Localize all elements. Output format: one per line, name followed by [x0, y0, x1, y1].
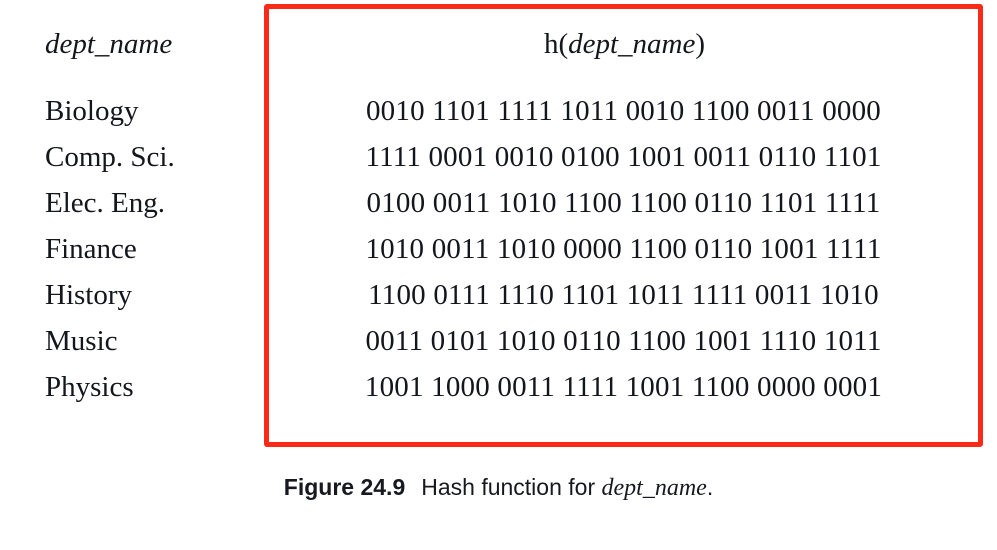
hash-value-cell: 1010 0011 1010 0000 1100 0110 1001 1111 [365, 232, 882, 265]
table-header-row: dept_name h(dept_name) [0, 0, 997, 88]
table-row: Biology 0010 1101 1111 1011 0010 1100 00… [0, 88, 997, 134]
dept-name-cell: Biology [45, 94, 139, 127]
dept-name-cell: Finance [45, 232, 137, 265]
hash-function-table: dept_name h(dept_name) Biology 0010 1101… [0, 0, 997, 410]
hash-value-cell: 1111 0001 0010 0100 1001 0011 0110 1101 [365, 140, 882, 173]
table-row: Music 0011 0101 1010 0110 1100 1001 1110… [0, 318, 997, 364]
hash-fn-open: h( [543, 27, 569, 60]
figure-caption-terminator: . [706, 474, 714, 500]
dept-name-cell: Physics [45, 370, 134, 403]
table-row: Comp. Sci. 1111 0001 0010 0100 1001 0011… [0, 134, 997, 180]
column-header-hash-value: h(dept_name) [264, 0, 997, 88]
figure-caption: Figure 24.9 Hash function for dept_name. [0, 474, 997, 502]
hash-value-cell: 1001 1000 0011 1111 1001 1100 0000 0001 [364, 370, 883, 403]
hash-fn-close: ) [695, 27, 706, 60]
figure-caption-variable: dept_name [601, 475, 707, 501]
dept-name-cell: Elec. Eng. [45, 186, 165, 219]
table-row: Finance 1010 0011 1010 0000 1100 0110 10… [0, 226, 997, 272]
hash-value-cell: 0010 1101 1111 1011 0010 1100 0011 0000 [365, 94, 882, 127]
dept-name-cell: Comp. Sci. [45, 140, 175, 173]
table-row: Physics 1001 1000 0011 1111 1001 1100 00… [0, 364, 997, 410]
dept-name-cell: History [45, 278, 132, 311]
hash-fn-argument: dept_name [568, 27, 696, 60]
column-header-dept-name: dept_name [45, 27, 173, 60]
table-row: History 1100 0111 1110 1101 1011 1111 00… [0, 272, 997, 318]
hash-column-highlight-box [264, 4, 983, 447]
dept-name-cell: Music [45, 324, 118, 357]
hash-value-cell: 1100 0111 1110 1101 1011 1111 0011 1010 [368, 278, 879, 311]
figure-caption-label: Figure 24.9 [283, 474, 406, 500]
table-row: Elec. Eng. 0100 0011 1010 1100 1100 0110… [0, 180, 997, 226]
hash-value-cell: 0100 0011 1010 1100 1100 0110 1101 1111 [366, 186, 881, 219]
hash-value-cell: 0011 0101 1010 0110 1100 1001 1110 1011 [365, 324, 882, 357]
figure-caption-text: Hash function for [421, 474, 602, 500]
